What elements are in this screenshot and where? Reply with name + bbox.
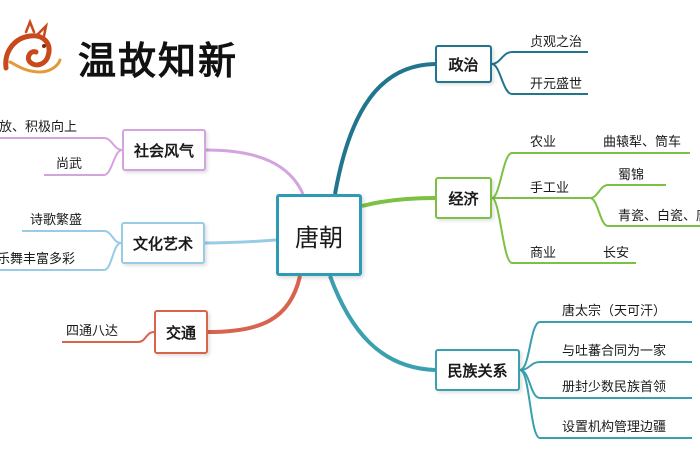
page-title: 温故知新 (78, 39, 239, 83)
culture-leaf-connectors (0, 230, 122, 271)
transport-leaf-connectors (62, 331, 155, 343)
leaf-poetry-flourishing: 诗歌繁盛 (30, 213, 83, 228)
politics-connector (333, 62, 436, 195)
transport-connector (207, 275, 302, 334)
dragon-icon (3, 18, 62, 74)
leaf-heavenly-khan: 唐太宗（天可汗） (562, 304, 667, 319)
branch-social-customs: 社会风气 (122, 129, 206, 171)
society-connector (205, 148, 305, 195)
leaf-frontier-administration: 设置机构管理边疆 (562, 420, 667, 435)
leaf-ennoble-leaders: 册封少数民族首领 (562, 380, 667, 395)
economy-connector (361, 196, 436, 208)
ethnic-leaf-connectors (519, 321, 692, 439)
society-leaf-connectors (0, 137, 123, 176)
ethnic-connector (328, 275, 436, 372)
leaf-kaiyuan-prosperity: 开元盛世 (530, 77, 583, 92)
leaf-tubo-one-family: 与吐蕃合同为一家 (562, 344, 667, 359)
branch-politics: 政治 (435, 45, 492, 83)
leaf-handicraft: 手工业 (530, 181, 570, 196)
leaf-curved-plow-waterwheel: 曲辕犁、筒车 (603, 135, 682, 150)
leaf-zhenguan-rule: 贞观之治 (530, 35, 583, 50)
leaf-well-connected: 四通八达 (66, 324, 119, 339)
leaf-martial-spirit: 尚武 (56, 157, 83, 172)
branch-transport: 交通 (154, 310, 208, 354)
leaf-shu-brocade: 蜀锦 (618, 168, 645, 183)
economy-leaf-connectors (491, 152, 700, 264)
branch-culture-arts: 文化艺术 (121, 222, 205, 264)
leaf-agriculture: 农业 (530, 135, 557, 150)
leaf-open-progressive: 开放、积极向上 (0, 120, 78, 135)
leaf-porcelain: 青瓷、白瓷、唐 (618, 209, 700, 224)
leaf-changan: 长安 (603, 246, 630, 261)
politics-leaf-connectors (491, 51, 588, 95)
leaf-music-dance: 乐舞丰富多彩 (0, 252, 76, 267)
culture-connector (204, 238, 277, 245)
central-node-tang-dynasty: 唐朝 (276, 194, 362, 276)
leaf-commerce: 商业 (530, 246, 557, 261)
branch-ethnic-relations: 民族关系 (435, 349, 520, 391)
branch-economy: 经济 (435, 177, 492, 219)
